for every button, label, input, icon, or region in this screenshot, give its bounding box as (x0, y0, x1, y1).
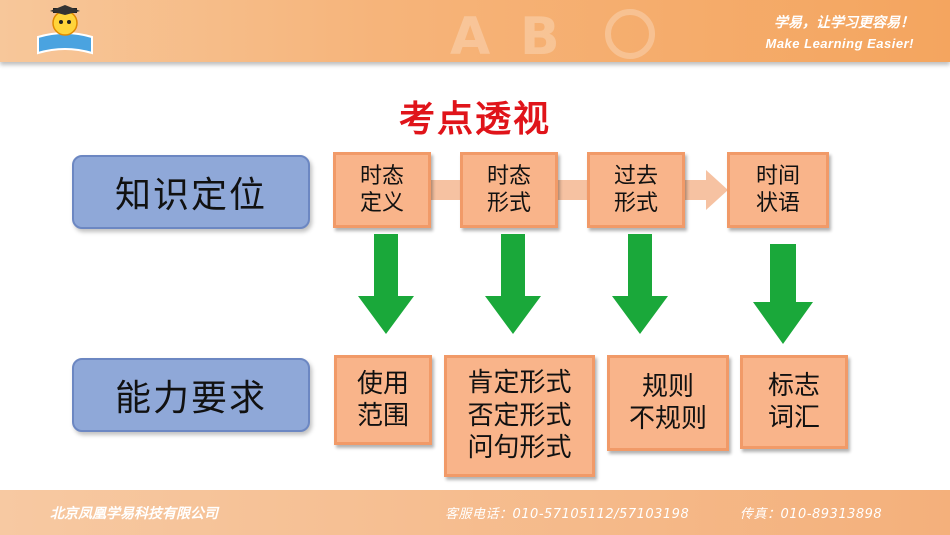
arrow-right-icon (706, 170, 728, 210)
box-line: 使用 (356, 368, 409, 399)
box-time-adverbial: 时间 状语 (727, 152, 829, 228)
box-tense-definition: 时态 定义 (333, 152, 431, 228)
svg-text:B: B (520, 7, 560, 60)
connector-1-2 (428, 180, 460, 200)
arrow-down-icon (612, 234, 668, 334)
mascot-book-icon (37, 5, 93, 55)
arrow-down-icon (753, 244, 813, 344)
box-line: 过去 (613, 163, 658, 189)
box-line: 规则 (641, 371, 694, 402)
box-line: 问句形式 (467, 433, 572, 464)
box-line: 肯定形式 (467, 368, 572, 399)
box-line: 定义 (359, 191, 404, 216)
connector-3-4 (684, 180, 706, 200)
box-line: 时态 (486, 163, 531, 189)
box-line: 词汇 (767, 403, 820, 433)
connector-2-3 (556, 180, 588, 200)
arrow-down-icon (485, 234, 541, 334)
box-signal-words: 标志 词汇 (740, 355, 848, 449)
box-line: 标志 (767, 370, 820, 401)
box-past-form: 过去 形式 (587, 152, 685, 228)
footer-bar: 北京凤凰学易科技有限公司 客服电话：010-57105112/57103198 … (0, 490, 950, 535)
box-regular-irregular: 规则 不规则 (607, 355, 729, 451)
box-sentence-forms: 肯定形式 否定形式 问句形式 (444, 355, 595, 477)
slogan-english: Make Learning Easier! (765, 36, 914, 51)
knowledge-position-label: 知识定位 (72, 155, 310, 229)
fax-number: 传真：010-89313898 (740, 507, 883, 522)
box-line: 范围 (356, 401, 409, 431)
box-line: 时间 (755, 163, 800, 189)
box-tense-form: 时态 形式 (460, 152, 558, 228)
box-line: 不规则 (628, 404, 707, 434)
box-line: 否定形式 (467, 400, 572, 431)
page-title: 考点透视 (398, 99, 551, 140)
box-usage-scope: 使用 范围 (334, 355, 432, 445)
box-line: 时态 (359, 163, 404, 189)
letters-decoration-icon: A B (450, 7, 655, 60)
svg-text:A: A (450, 7, 490, 60)
slogan-chinese: 学易，让学习更容易！ (774, 15, 914, 31)
customer-service-phone: 客服电话：010-57105112/57103198 (445, 507, 690, 522)
box-line: 状语 (755, 191, 800, 216)
header-banner: A B 学易，让学习更容易！ Make Learning Easier! (0, 0, 950, 62)
arrow-down-icon (358, 234, 414, 334)
logo (34, 3, 96, 57)
box-line: 形式 (613, 191, 658, 216)
box-line: 形式 (486, 191, 531, 216)
ability-requirement-label: 能力要求 (72, 358, 310, 432)
company-name: 北京凤凰学易科技有限公司 (50, 506, 218, 522)
